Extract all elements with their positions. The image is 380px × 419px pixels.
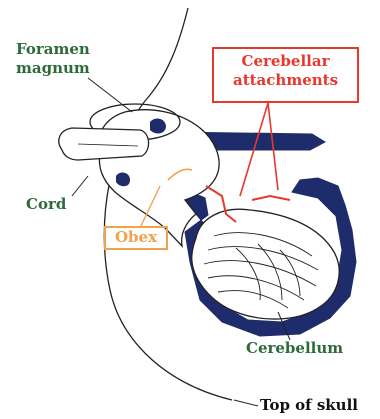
spinal-cord	[59, 128, 149, 160]
obex-label: Obex	[104, 226, 168, 250]
cerebellum-label: Cerebellum	[246, 339, 343, 358]
foramen-label-line2: magnum	[16, 59, 90, 78]
cerebellar-attachments-label: Cerebellar attachments	[212, 47, 359, 103]
cord-leader	[72, 176, 88, 196]
cerebellar-attachment-mark-2	[252, 196, 290, 200]
attach-label-line2: attachments	[214, 71, 357, 90]
cord-label: Cord	[26, 195, 66, 214]
top-of-skull-label: Top of skull	[260, 396, 358, 415]
attach-label-line1: Cerebellar	[214, 52, 357, 71]
skull-leader	[234, 400, 258, 406]
foramen-label-line1: Foramen	[16, 40, 90, 59]
foramen-magnum-label: Foramen magnum	[16, 40, 90, 78]
